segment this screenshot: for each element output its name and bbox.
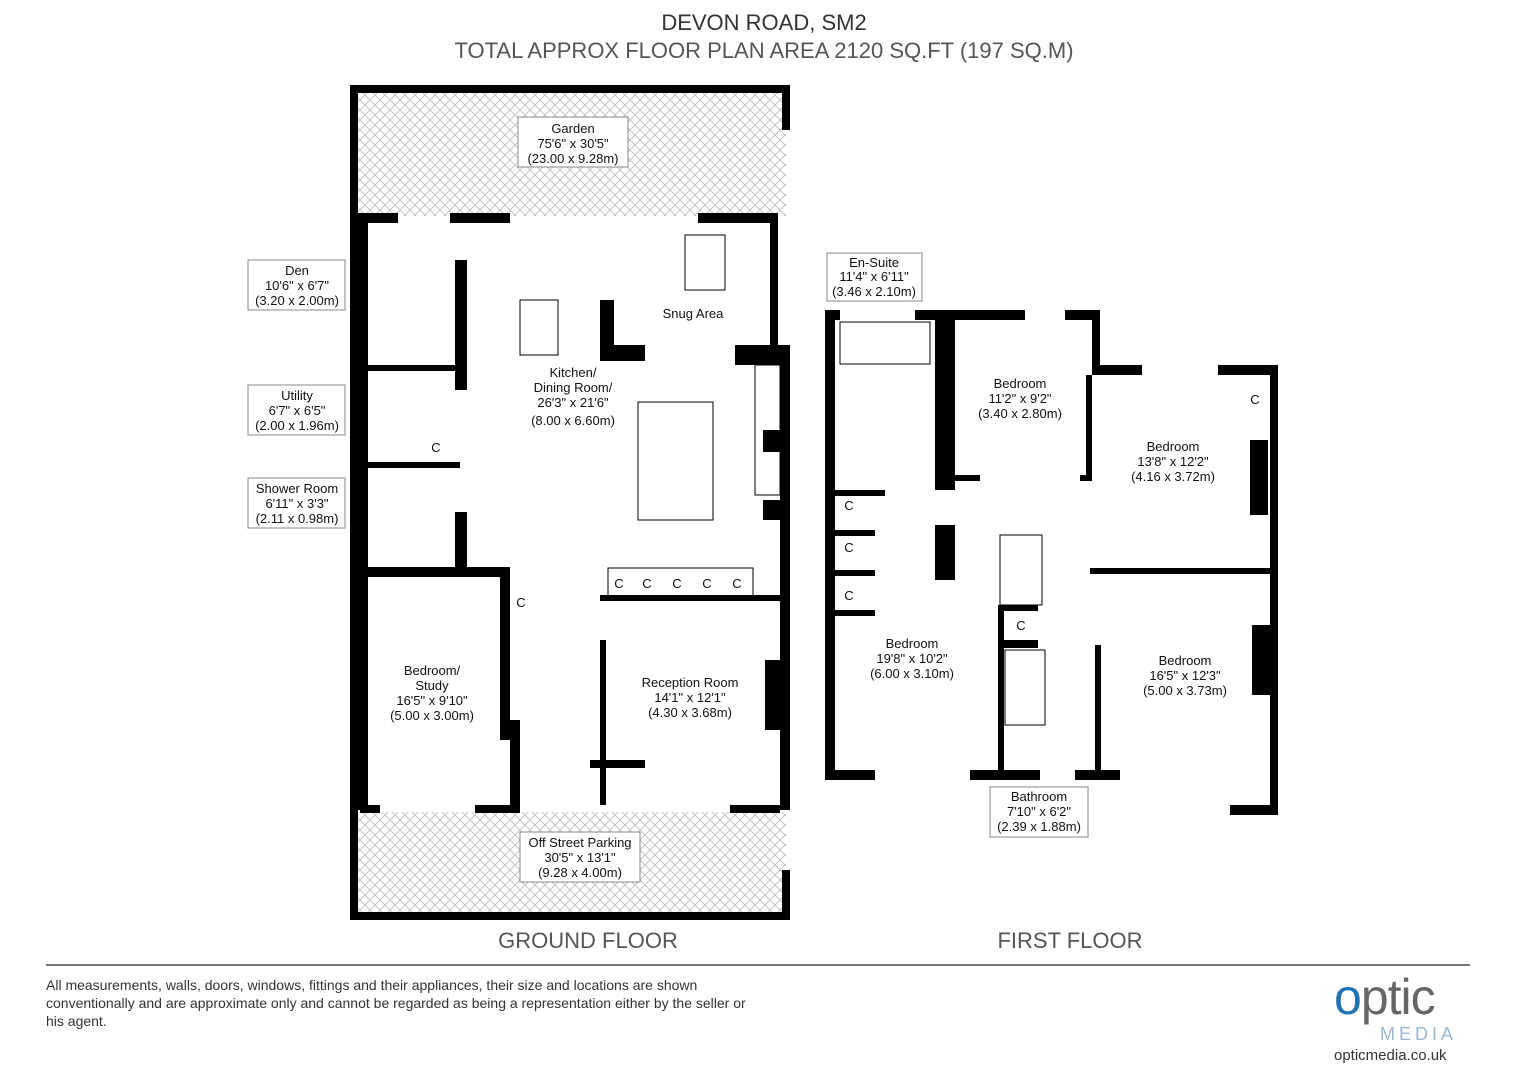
svg-text:(3.20 x 2.00m): (3.20 x 2.00m) — [255, 293, 339, 308]
room-label-kitchen: Kitchen/ Dining Room/ 26'3" x 21'6" (8.0… — [531, 365, 615, 428]
logo-media-text: MEDIA — [1380, 1024, 1458, 1044]
svg-text:30'5" x 13'1": 30'5" x 13'1" — [544, 850, 616, 865]
svg-text:(2.39 x 1.88m): (2.39 x 1.88m) — [997, 819, 1081, 834]
svg-text:11'4" x 6'11": 11'4" x 6'11" — [839, 269, 909, 284]
room-label-en-suite: En-Suite 11'4" x 6'11" (3.46 x 2.10m) — [826, 252, 923, 302]
svg-text:(23.00 x 9.28m): (23.00 x 9.28m) — [527, 151, 618, 166]
svg-text:75'6" x 30'5": 75'6" x 30'5" — [537, 136, 609, 151]
svg-text:C: C — [1250, 392, 1259, 407]
svg-text:C: C — [844, 588, 853, 603]
svg-text:Reception Room: Reception Room — [642, 675, 739, 690]
svg-text:C: C — [516, 595, 525, 610]
svg-text:Bedroom: Bedroom — [1147, 439, 1200, 454]
ground-floor-plan — [350, 85, 790, 920]
logo-wordmark: optic — [1334, 969, 1436, 1025]
optic-media-logo: optic MEDIA opticmedia.co.uk — [1330, 972, 1480, 1068]
svg-text:(8.00 x 6.60m): (8.00 x 6.60m) — [531, 413, 615, 428]
svg-text:C: C — [642, 576, 651, 591]
room-label-utility: Utility 6'7" x 6'5" (2.00 x 1.96m) — [247, 384, 346, 436]
room-label-bedroom-1: Bedroom 11'2" x 9'2" (3.40 x 2.80m) — [978, 376, 1062, 421]
svg-text:7'10" x 6'2": 7'10" x 6'2" — [1007, 804, 1071, 819]
svg-text:26'3" x 21'6": 26'3" x 21'6" — [537, 395, 609, 410]
svg-text:C: C — [844, 498, 853, 513]
svg-text:19'8" x 10'2": 19'8" x 10'2" — [876, 651, 948, 666]
logo-url: opticmedia.co.uk — [1334, 1047, 1447, 1064]
first-floor-plan — [825, 310, 1278, 815]
footer-divider — [46, 964, 1470, 966]
svg-text:(3.46 x 2.10m): (3.46 x 2.10m) — [832, 284, 916, 299]
svg-text:Bedroom: Bedroom — [1159, 653, 1212, 668]
room-label-bedroom-study: Bedroom/ Study 16'5" x 9'10" (5.00 x 3.0… — [390, 663, 474, 723]
svg-text:16'5" x 12'3": 16'5" x 12'3" — [1149, 668, 1221, 683]
svg-text:Dining Room/: Dining Room/ — [534, 380, 613, 395]
svg-text:Utility: Utility — [281, 388, 313, 403]
room-label-garden: Garden 75'6" x 30'5" (23.00 x 9.28m) — [517, 116, 629, 168]
svg-text:En-Suite: En-Suite — [849, 255, 899, 270]
svg-text:C: C — [844, 540, 853, 555]
svg-text:Bedroom: Bedroom — [994, 376, 1047, 391]
svg-text:Bedroom/: Bedroom/ — [404, 663, 461, 678]
room-label-reception: Reception Room 14'1" x 12'1" (4.30 x 3.6… — [642, 675, 739, 720]
room-label-bathroom: Bathroom 7'10" x 6'2" (2.39 x 1.88m) — [989, 786, 1089, 838]
svg-text:Shower Room: Shower Room — [256, 481, 338, 496]
svg-text:Garden: Garden — [551, 121, 594, 136]
svg-text:(3.40 x 2.80m): (3.40 x 2.80m) — [978, 406, 1062, 421]
svg-text:Bathroom: Bathroom — [1011, 789, 1067, 804]
svg-text:C: C — [614, 576, 623, 591]
svg-text:6'7" x 6'5": 6'7" x 6'5" — [269, 403, 326, 418]
svg-text:C: C — [431, 440, 440, 455]
svg-text:Bedroom: Bedroom — [886, 636, 939, 651]
room-label-parking: Off Street Parking 30'5" x 13'1" (9.28 x… — [519, 831, 641, 883]
room-label-snug: Snug Area — [663, 306, 724, 321]
svg-text:Off Street Parking: Off Street Parking — [528, 835, 631, 850]
svg-text:Study: Study — [415, 678, 449, 693]
plan-title: DEVON ROAD, SM2 — [661, 10, 867, 35]
disclaimer-text: All measurements, walls, doors, windows,… — [46, 977, 746, 1029]
svg-text:Den: Den — [285, 263, 309, 278]
room-label-bedroom-4: Bedroom 16'5" x 12'3" (5.00 x 3.73m) — [1143, 653, 1227, 698]
svg-text:(4.16 x 3.72m): (4.16 x 3.72m) — [1131, 469, 1215, 484]
svg-text:C: C — [732, 576, 741, 591]
svg-text:13'8" x 12'2": 13'8" x 12'2" — [1137, 454, 1209, 469]
room-label-den: Den 10'6" x 6'7" (3.20 x 2.00m) — [247, 259, 346, 311]
svg-text:Kitchen/: Kitchen/ — [550, 365, 597, 380]
svg-text:10'6" x 6'7": 10'6" x 6'7" — [265, 278, 329, 293]
cupboard-labels-first: C C C C C — [844, 392, 1259, 633]
first-floor-label: FIRST FLOOR — [997, 928, 1142, 953]
svg-text:6'11" x 3'3": 6'11" x 3'3" — [265, 496, 328, 511]
svg-text:(4.30 x 3.68m): (4.30 x 3.68m) — [648, 705, 732, 720]
svg-text:14'1" x 12'1": 14'1" x 12'1" — [654, 690, 726, 705]
svg-text:C: C — [702, 576, 711, 591]
plan-area-subtitle: TOTAL APPROX FLOOR PLAN AREA 2120 SQ.FT … — [454, 38, 1074, 63]
svg-text:(6.00 x 3.10m): (6.00 x 3.10m) — [870, 666, 954, 681]
room-label-bedroom-3: Bedroom 19'8" x 10'2" (6.00 x 3.10m) — [870, 636, 954, 681]
svg-text:(2.00 x 1.96m): (2.00 x 1.96m) — [255, 418, 339, 433]
svg-text:(2.11 x 0.98m): (2.11 x 0.98m) — [256, 511, 339, 526]
ground-floor-label: GROUND FLOOR — [498, 928, 678, 953]
room-label-shower-room: Shower Room 6'11" x 3'3" (2.11 x 0.98m) — [247, 477, 346, 529]
svg-text:(9.28 x 4.00m): (9.28 x 4.00m) — [538, 865, 622, 880]
room-label-bedroom-2: Bedroom 13'8" x 12'2" (4.16 x 3.72m) — [1131, 439, 1215, 484]
svg-text:C: C — [672, 576, 681, 591]
svg-text:16'5" x 9'10": 16'5" x 9'10" — [396, 693, 468, 708]
svg-text:(5.00 x 3.00m): (5.00 x 3.00m) — [390, 708, 474, 723]
svg-text:C: C — [1016, 618, 1025, 633]
cupboard-labels-ground: C C C C C C C — [431, 440, 741, 610]
svg-text:(5.00 x 3.73m): (5.00 x 3.73m) — [1143, 683, 1227, 698]
svg-text:11'2" x 9'2": 11'2" x 9'2" — [988, 391, 1051, 406]
